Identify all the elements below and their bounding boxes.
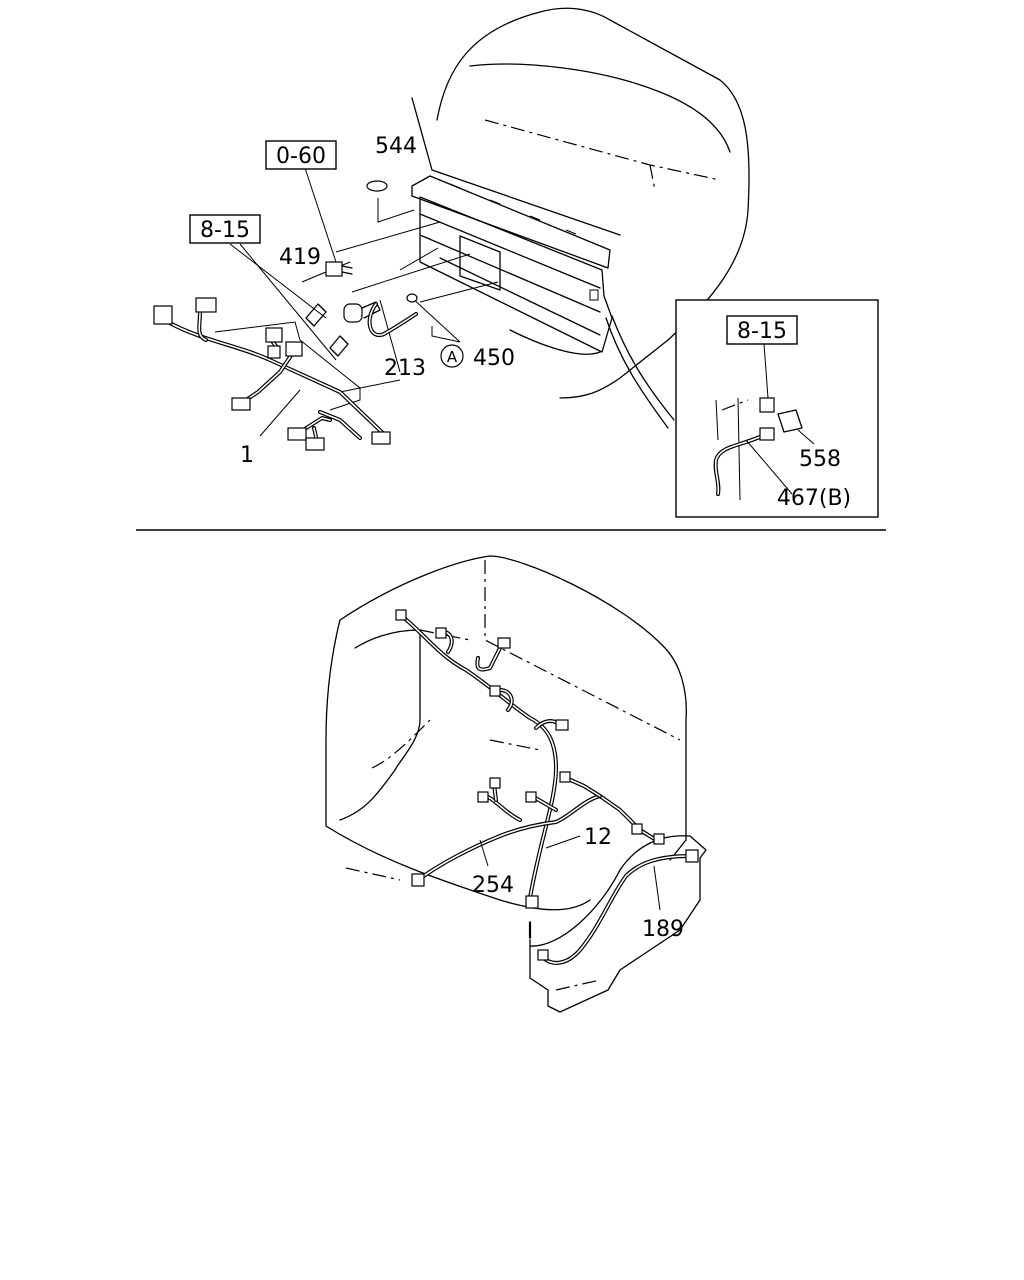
callout-544: 544 <box>375 134 417 159</box>
callout-213: 213 <box>384 356 426 381</box>
washer-part <box>406 293 418 303</box>
callout-189: 189 <box>642 917 684 942</box>
harness-1 <box>153 297 391 451</box>
bottom-leader-lines <box>479 835 661 940</box>
clip-8-15 <box>329 335 349 357</box>
circle-a-letter: A <box>447 348 458 366</box>
cab-rear-illustration <box>325 555 707 1013</box>
bracket-part <box>305 303 327 327</box>
harness-12 <box>395 609 569 909</box>
cab-front-illustration <box>411 7 750 399</box>
callout-i: I <box>527 919 534 944</box>
grommet-544 <box>366 180 388 192</box>
ref-label-8-15-top: 8-15 <box>200 218 250 243</box>
callout-419: 419 <box>279 245 321 270</box>
callout-254: 254 <box>472 873 514 898</box>
callout-1: 1 <box>240 443 254 468</box>
callout-467b: 467(B) <box>777 486 851 511</box>
harness-254 <box>411 771 665 887</box>
clip-part <box>343 301 381 323</box>
callout-450: 450 <box>473 346 515 371</box>
cable-213 <box>367 302 418 338</box>
inset-detail: 8-15 558 467(B) <box>605 299 879 518</box>
top-leader-lines <box>214 167 499 437</box>
ref-box-8-15-top: 8-15 <box>189 214 261 244</box>
bolt-419 <box>325 261 353 277</box>
circle-a-marker: A <box>440 344 464 368</box>
ref-label-8-15-inset: 8-15 <box>737 319 787 344</box>
ref-label-0-60: 0-60 <box>276 144 326 169</box>
callout-12: 12 <box>584 825 612 850</box>
ref-box-0-60: 0-60 <box>265 140 337 170</box>
harness-189 <box>537 849 699 965</box>
callout-558: 558 <box>799 447 841 472</box>
